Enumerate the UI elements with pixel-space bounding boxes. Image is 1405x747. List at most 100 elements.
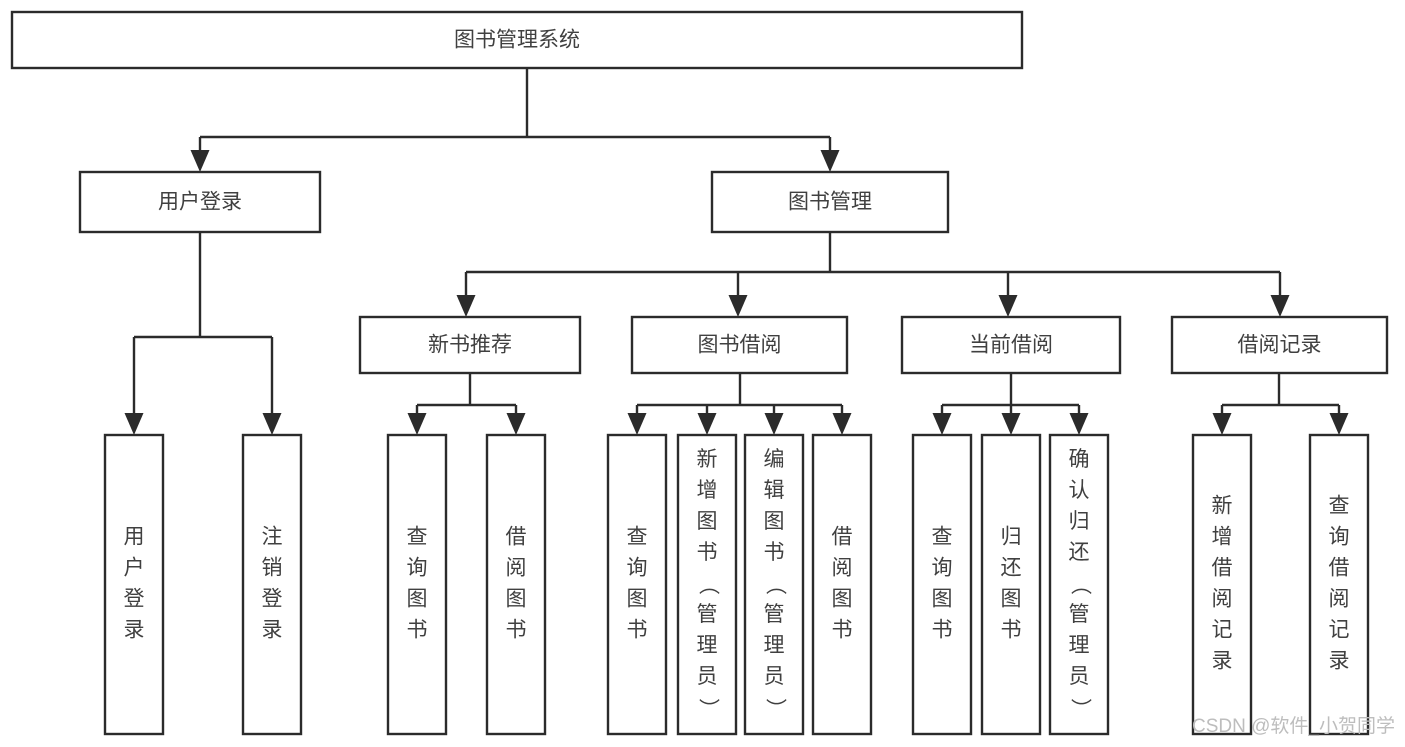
book-manage-label: 图书管理	[788, 191, 872, 214]
leaf-confirm-return-box[interactable]	[1048, 433, 1110, 736]
leaf-borrow-book-2-label-char: 书	[832, 619, 853, 642]
leaf-confirm-return-label-char: （	[1068, 574, 1091, 595]
book-manage-drop-1-head	[728, 295, 748, 317]
new-book-recommend-label: 新书推荐	[428, 334, 512, 357]
leaf-query-book-1-box[interactable]	[386, 433, 448, 736]
leaf-return-book-label-char: 书	[1001, 619, 1022, 642]
book-manage-drop-3-head	[1270, 295, 1290, 317]
root-box[interactable]	[10, 10, 1024, 70]
leaf-query-record-box[interactable]	[1308, 433, 1370, 736]
node-level2-current-borrow[interactable]: 当前借阅	[900, 315, 1122, 375]
node-level1-user-login[interactable]: 用户登录	[78, 170, 322, 234]
borrow-record-box[interactable]	[1170, 315, 1389, 375]
leaf-edit-book-label-char: 员	[764, 665, 785, 688]
book-manage-drop-2-head	[998, 295, 1018, 317]
leaf-query-book-2-label-char: 书	[627, 619, 648, 642]
node-root-root[interactable]: 图书管理系统	[10, 10, 1024, 70]
leaf-confirm-return-label-char: 理	[1069, 634, 1090, 657]
current-borrow-box[interactable]	[900, 315, 1122, 375]
leaf-query-record-label-char: 记	[1329, 619, 1350, 642]
leaf-add-book-label-char: 新	[697, 448, 718, 471]
node-level1-book-manage[interactable]: 图书管理	[710, 170, 950, 234]
book-manage-drop-0-head	[456, 295, 476, 317]
leaf-confirm-return-label-char: 归	[1069, 510, 1090, 533]
leaf-borrow-book-2-box[interactable]	[811, 433, 873, 736]
current-borrow-drop-2-head	[1069, 413, 1089, 435]
user-login-drop-1-head	[262, 413, 282, 435]
leaf-logout-box[interactable]	[241, 433, 303, 736]
leaf-add-record-box[interactable]	[1191, 433, 1253, 736]
leaf-return-book-label-char: 还	[1001, 557, 1022, 580]
leaf-query-book-2-label-char: 查	[627, 526, 648, 549]
leaf-query-record-label-char: 阅	[1329, 588, 1350, 611]
borrow-record-drop-1-head	[1329, 413, 1349, 435]
leaf-logout-label-char: 登	[262, 588, 283, 611]
leaf-confirm-return-label-char: 管	[1069, 603, 1090, 626]
leaf-query-book-1-label-char: 书	[407, 619, 428, 642]
new-book-recommend-box[interactable]	[358, 315, 582, 375]
leaf-user-login-box[interactable]	[103, 433, 165, 736]
leaf-add-record-label-char: 记	[1212, 619, 1233, 642]
leaf-logout-label-char: 销	[262, 557, 283, 580]
book-borrow-box[interactable]	[630, 315, 849, 375]
current-borrow-label: 当前借阅	[969, 334, 1053, 357]
leaf-query-book-2-box[interactable]	[606, 433, 668, 736]
leaf-query-record-label-char: 借	[1329, 557, 1350, 580]
borrow-record-drop-0-head	[1212, 413, 1232, 435]
node-level2-new-book-recommend[interactable]: 新书推荐	[358, 315, 582, 375]
leaf-edit-book-label-char: 书	[764, 541, 785, 564]
leaf-edit-book-label-char: ）	[763, 698, 786, 719]
node-leaf-leaf-user-login[interactable]: 用户登录	[103, 433, 165, 736]
root-label: 图书管理系统	[454, 29, 580, 52]
leaf-add-book-label-char: 增	[697, 479, 718, 502]
leaf-edit-book-label-char: 理	[764, 634, 785, 657]
leaf-query-book-1-label-char: 图	[407, 588, 428, 611]
leaf-borrow-book-2-label-char: 阅	[832, 557, 853, 580]
book-manage-box[interactable]	[710, 170, 950, 234]
leaf-add-record-label-char: 录	[1212, 650, 1233, 673]
user-login-drop-0-head	[124, 413, 144, 435]
user-login-box[interactable]	[78, 170, 322, 234]
leaf-user-login-label-char: 用	[124, 526, 145, 549]
borrow-record-label: 借阅记录	[1238, 334, 1322, 357]
leaf-edit-book-box[interactable]	[743, 433, 805, 736]
leaf-add-book-label-char: 书	[697, 541, 718, 564]
leaf-edit-book-label-char: 图	[764, 510, 785, 533]
leaf-return-book-label-char: 图	[1001, 588, 1022, 611]
leaf-add-book-box[interactable]	[676, 433, 738, 736]
leaf-confirm-return-label-char: 认	[1069, 479, 1090, 502]
leaf-add-book-label-char: ）	[696, 698, 719, 719]
node-level2-book-borrow[interactable]: 图书借阅	[630, 315, 849, 375]
leaf-borrow-book-1-label-char: 书	[506, 619, 527, 642]
leaf-query-record-label-char: 询	[1329, 526, 1350, 549]
book-borrow-drop-3-head	[832, 413, 852, 435]
leaf-user-login-label-char: 录	[124, 619, 145, 642]
node-level2-borrow-record[interactable]: 借阅记录	[1170, 315, 1389, 375]
leaf-borrow-book-1-label-char: 阅	[506, 557, 527, 580]
leaf-borrow-book-2-label-char: 借	[832, 526, 853, 549]
root-drop-1-head	[820, 150, 840, 172]
connector-layer	[124, 68, 1349, 435]
leaf-borrow-book-1-box[interactable]	[485, 433, 547, 736]
current-borrow-drop-0-head	[932, 413, 952, 435]
new-book-recommend-drop-1-head	[506, 413, 526, 435]
leaf-query-record-label-char: 录	[1329, 650, 1350, 673]
leaf-return-book-box[interactable]	[980, 433, 1042, 736]
leaf-query-book-1-label-char: 询	[407, 557, 428, 580]
leaf-add-book-label-char: （	[696, 574, 719, 595]
leaf-query-book-3-box[interactable]	[911, 433, 973, 736]
leaf-confirm-return-label-char: 还	[1069, 541, 1090, 564]
leaf-add-book-label-char: 管	[697, 603, 718, 626]
